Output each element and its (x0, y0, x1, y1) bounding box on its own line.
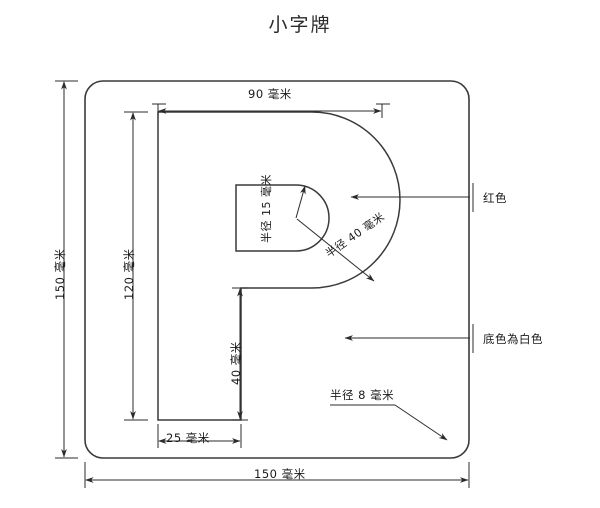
leader-background-color (344, 324, 474, 353)
annotation-background-color: 底色為白色 (483, 332, 543, 346)
dimension-label-overall-height: 150 毫米 (53, 248, 67, 300)
dimension-letter-width (152, 103, 390, 118)
sign-plate-outline (84, 80, 470, 459)
leader-radius-corner (330, 404, 448, 441)
dimension-letter-height (124, 111, 148, 421)
dimension-label-overall-width: 150 毫米 (254, 467, 306, 481)
annotation-letter-color: 红色 (483, 191, 507, 205)
page-title: 小字牌 (268, 14, 332, 36)
dimension-stem-lower-height (232, 287, 248, 421)
radius-label-inner-counter: 半径 15 毫米 (260, 174, 273, 243)
dimension-label-letter-height: 120 毫米 (122, 248, 136, 300)
letter-p-outline (157, 111, 401, 421)
dimension-label-letter-width: 90 毫米 (248, 87, 292, 101)
radius-label-corner: 半径 8 毫米 (330, 388, 395, 402)
leader-radius-inner-counter (295, 185, 306, 219)
dimension-label-stem-width: 25 毫米 (166, 431, 210, 445)
dimension-overall-width (84, 462, 470, 488)
dimension-label-stem-lower-height: 40 毫米 (229, 341, 243, 385)
dimension-overall-height (55, 80, 78, 459)
leader-radius-outer-bowl (296, 218, 375, 282)
dimension-stem-width (157, 424, 242, 448)
leader-letter-color (350, 183, 474, 212)
